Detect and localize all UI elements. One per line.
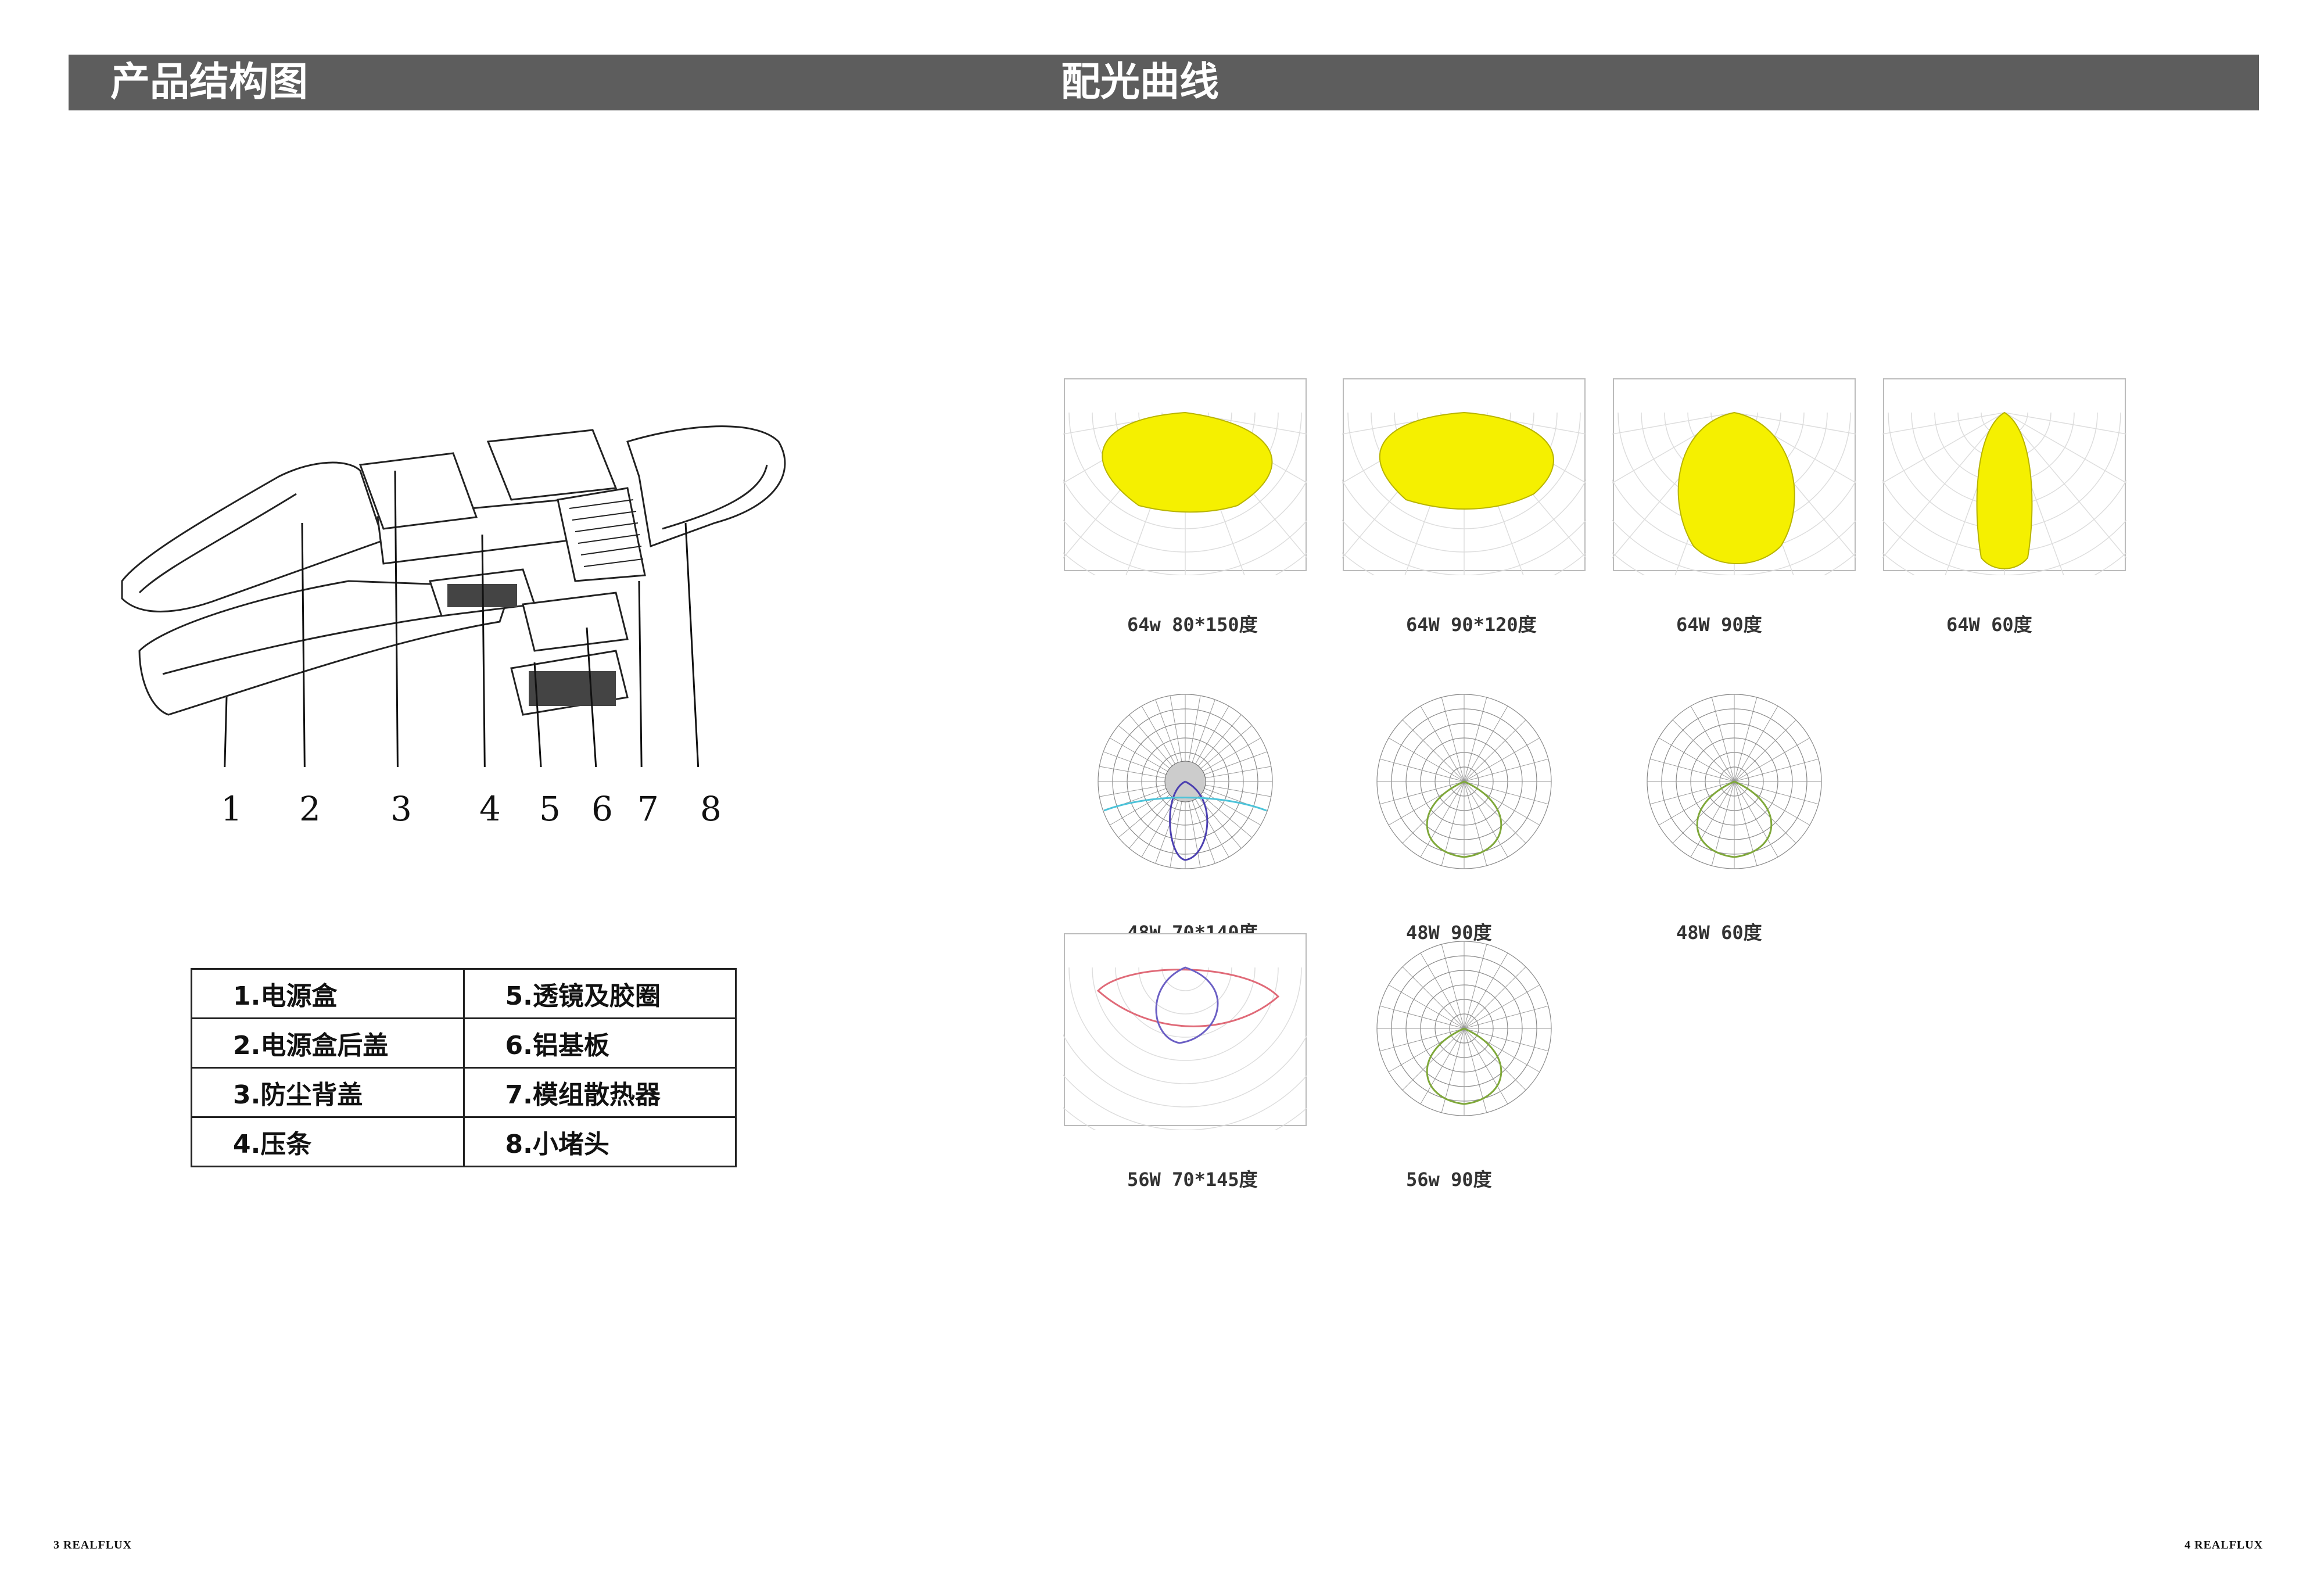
chart-caption: 64W 90*120度 [1406, 614, 1537, 636]
exploded-structure-drawing [121, 425, 786, 767]
footer-page-left: 3 REALFLUX [53, 1539, 132, 1551]
chart-caption: 56W 70*145度 [1127, 1169, 1258, 1191]
light-distribution-chart: 56w 90度 [1342, 933, 1586, 1191]
light-distribution-curve [1342, 378, 1586, 575]
light-distribution-chart: 64W 90*120度 [1342, 378, 1586, 636]
table-row: 2.电源盒后盖 6.铝基板 [191, 1017, 737, 1069]
legend-cell: 6.铝基板 [462, 1017, 737, 1069]
callout-number-2: 2 [299, 789, 321, 829]
light-distribution-curve [1612, 378, 1856, 575]
table-row: 1.电源盒 5.透镜及胶圈 [191, 968, 737, 1019]
callout-number-4: 4 [479, 789, 501, 829]
header-bar: 产品结构图 配光曲线 [69, 55, 2259, 110]
table-row: 4.压条 8.小堵头 [191, 1116, 737, 1167]
legend-cell: 1.电源盒 [191, 968, 465, 1019]
chart-caption: 64W 90度 [1676, 614, 1762, 636]
light-distribution-curve [1376, 694, 1552, 869]
light-distribution-chart: 64w 80*150度 [1063, 378, 1307, 636]
chart-caption: 48W 90度 [1406, 922, 1492, 944]
legend-cell: 4.压条 [191, 1116, 465, 1167]
light-distribution-chart: 48W 60度 [1612, 686, 1856, 944]
callout-number-8: 8 [700, 789, 722, 829]
light-distribution-chart: 56W 70*145度 [1063, 933, 1307, 1191]
table-row: 3.防尘背盖 7.模组散热器 [191, 1067, 737, 1118]
section-title-structure: 产品结构图 [110, 59, 309, 105]
chart-caption: 64W 60度 [1946, 614, 2032, 636]
callout-number-5: 5 [539, 789, 561, 829]
chart-caption: 64w 80*150度 [1127, 614, 1258, 636]
legend-cell: 3.防尘背盖 [191, 1067, 465, 1118]
parts-legend-table: 1.电源盒 5.透镜及胶圈 2.电源盒后盖 6.铝基板 3.防尘背盖 7.模组散… [191, 968, 737, 1167]
light-distribution-chart: 48W 90度 [1342, 686, 1586, 944]
light-distribution-curve [1098, 694, 1273, 869]
chart-caption: 48W 60度 [1676, 922, 1762, 944]
light-distribution-chart: 64W 60度 [1882, 378, 2126, 636]
legend-cell: 8.小堵头 [462, 1116, 737, 1167]
callout-number-3: 3 [390, 789, 412, 829]
chart-caption: 56w 90度 [1406, 1169, 1492, 1191]
light-distribution-chart: 64W 90度 [1612, 378, 1856, 636]
callout-number-7: 7 [637, 789, 659, 829]
footer-page-right: 4 REALFLUX [2185, 1539, 2264, 1551]
legend-cell: 5.透镜及胶圈 [462, 968, 737, 1019]
light-distribution-curve [1063, 933, 1307, 1130]
callout-number-6: 6 [591, 789, 613, 829]
legend-cell: 2.电源盒后盖 [191, 1017, 465, 1069]
callout-number-1: 1 [221, 789, 242, 829]
light-distribution-curve [1647, 694, 1822, 869]
light-distribution-curve [1063, 378, 1307, 575]
legend-cell: 7.模组散热器 [462, 1067, 737, 1118]
light-distribution-chart: 48W 70*140度 [1063, 686, 1307, 944]
section-title-light-curve: 配光曲线 [1061, 59, 1220, 105]
light-distribution-curve [1376, 941, 1552, 1116]
light-distribution-curve [1882, 378, 2126, 575]
